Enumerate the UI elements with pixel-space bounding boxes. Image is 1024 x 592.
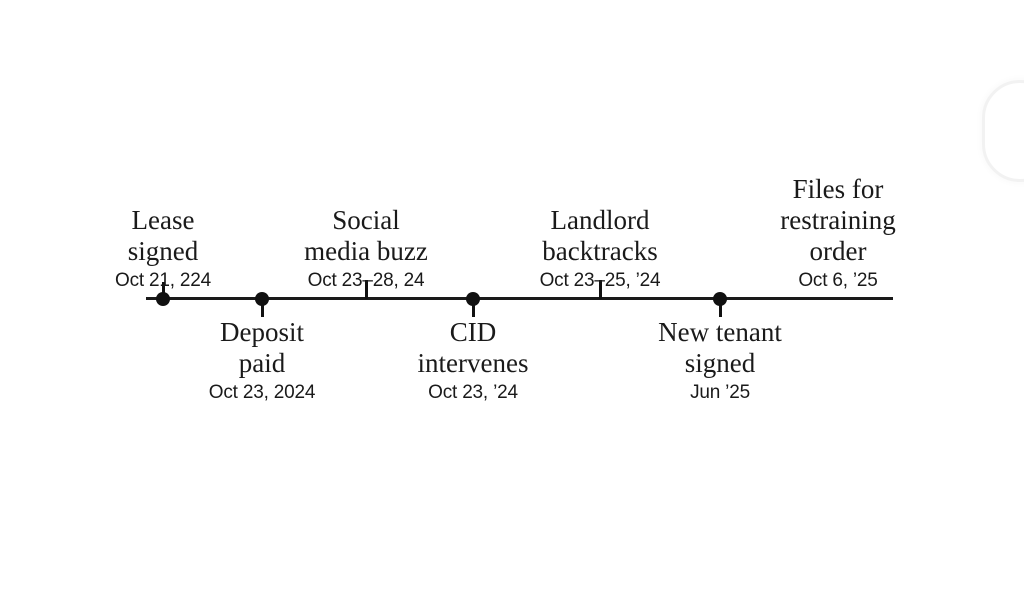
event-title: Files for restraining order [780,174,896,266]
marker-dot [466,292,480,306]
event-date: Jun ’25 [690,382,750,403]
marker-dot [255,292,269,306]
marker-tick [365,280,368,299]
marker-stem [472,301,475,317]
marker-stem [261,301,264,317]
event-label-cid-intervenes: CID intervenes Oct 23, ’24 [273,317,673,405]
marker-stem [162,282,165,298]
event-title: Deposit paid [220,317,304,378]
marker-dot [713,292,727,306]
event-title: Landlord backtracks [542,205,658,266]
event-label-deposit-paid: Deposit paid Oct 23, 2024 [62,317,462,405]
event-title: New tenant signed [658,317,782,378]
event-label-social-media-buzz: Social media buzz Oct 23–28, 24 [166,205,566,293]
event-label-landlord-backtracks: Landlord backtracks Oct 23–25, ’24 [400,205,800,293]
event-date: Oct 23, 2024 [208,382,316,403]
event-label-new-tenant-signed: New tenant signed Jun ’25 [520,317,920,405]
event-title: CID intervenes [417,317,529,378]
event-date: Oct 23–28, 24 [307,270,425,291]
marker-stem [719,301,722,317]
event-date: Oct 21, 224 [114,270,212,291]
marker-tick [599,280,602,299]
timeline-axis-line [146,297,893,300]
event-label-files-for-restraining-order: Files for restraining order Oct 6, ’25 [638,174,1024,293]
event-title: Lease signed [127,205,199,266]
event-title: Social media buzz [304,205,428,266]
event-date: Oct 23, ’24 [428,382,518,403]
event-label-lease-signed: Lease signed Oct 21, 224 [0,205,363,293]
event-date: Oct 6, ’25 [798,270,878,291]
marker-dot [156,292,170,306]
event-date: Oct 23–25, ’24 [539,270,661,291]
